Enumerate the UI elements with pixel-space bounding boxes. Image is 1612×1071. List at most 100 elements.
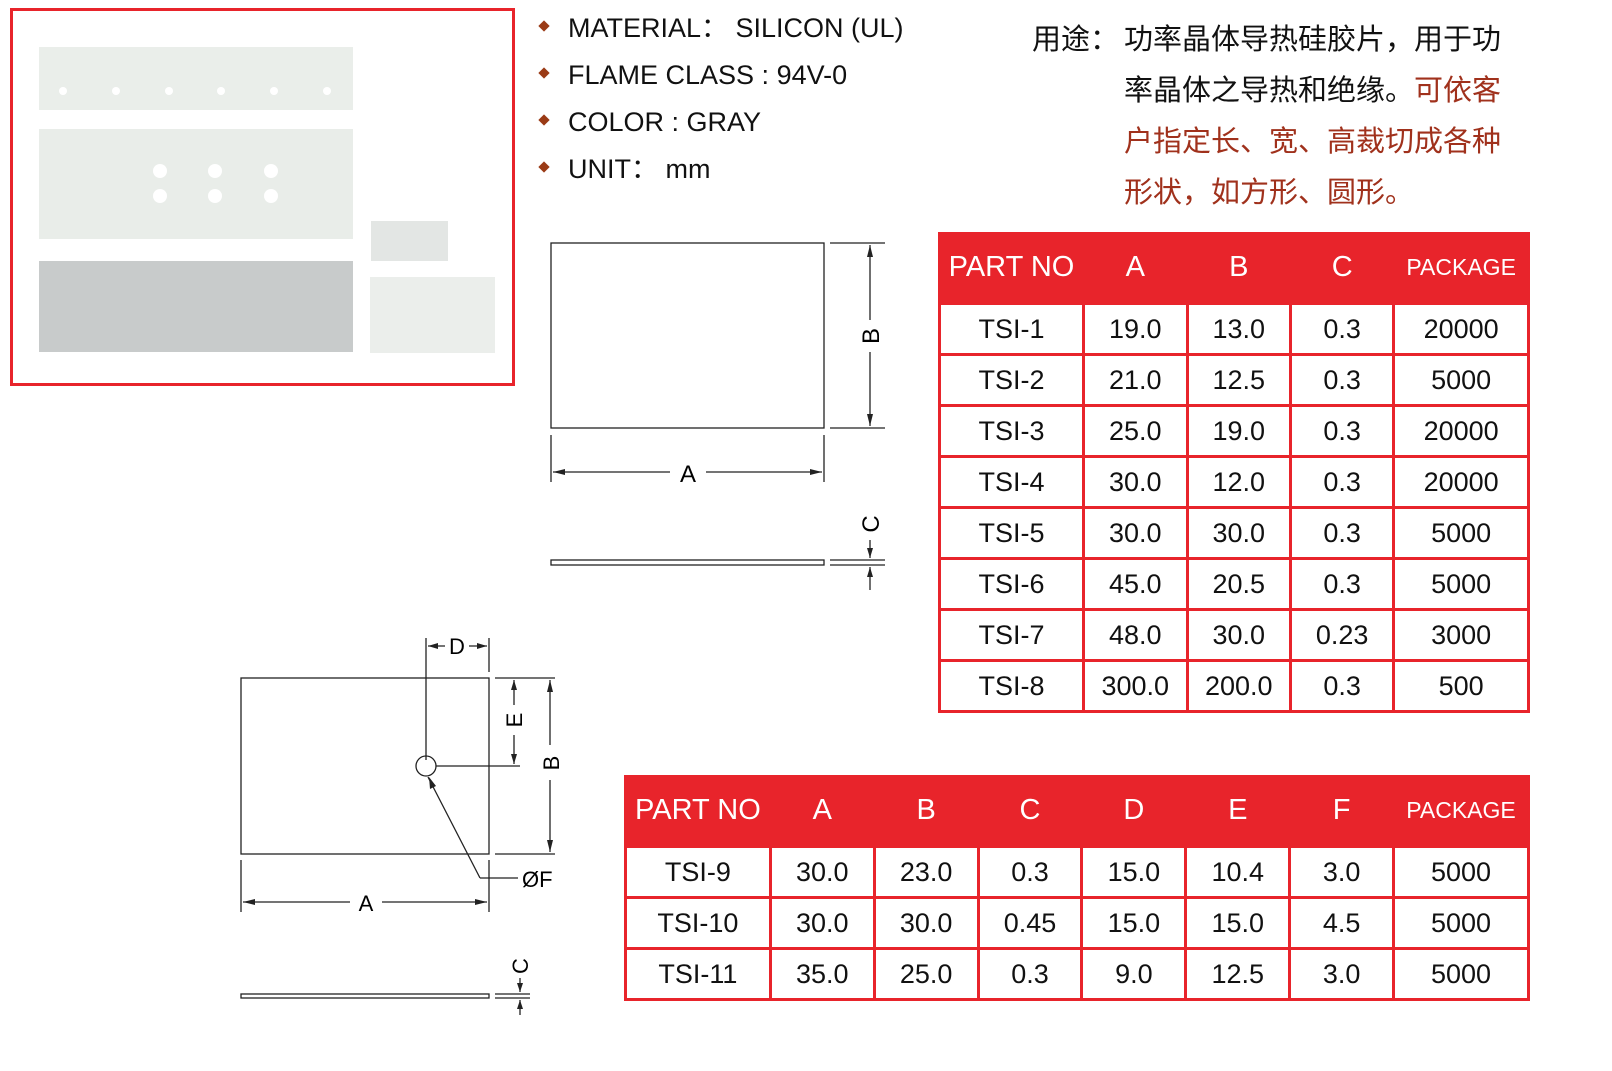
spec-text: UNIT： mm: [568, 154, 711, 184]
cell: 20000: [1392, 404, 1530, 458]
header-a: A: [1083, 232, 1187, 304]
cell: TSI-1: [938, 302, 1085, 356]
cell: 20000: [1392, 302, 1530, 356]
cell: TSI-11: [624, 947, 772, 1001]
header-part-no: PART NO: [939, 232, 1084, 304]
silicone-pads-image: [39, 47, 495, 353]
cell: TSI-9: [624, 845, 772, 899]
diamond-bullet-icon: [538, 161, 550, 173]
cell: TSI-10: [624, 896, 772, 950]
dim-label-b: B: [858, 328, 885, 344]
cell: 0.3: [1289, 404, 1396, 458]
cell: 300.0: [1081, 659, 1189, 713]
header-c: C: [978, 775, 1082, 847]
cell: 12.5: [1184, 947, 1292, 1001]
pad-strip-small-holes: [39, 47, 353, 110]
cell: 0.3: [1289, 302, 1396, 356]
cell: 12.0: [1185, 455, 1293, 509]
cell: 30.0: [1185, 506, 1293, 560]
cell: 10.4: [1184, 845, 1292, 899]
dimension-drawing-with-hole: D E B ØF A C: [240, 634, 564, 1015]
header-c: C: [1290, 232, 1394, 304]
pad-small-square: [371, 221, 448, 261]
cell: 30.0: [768, 896, 876, 950]
pad-strip-gray: [39, 261, 353, 352]
cell: 0.3: [1289, 557, 1396, 611]
cell: 9.0: [1080, 947, 1188, 1001]
header-e: E: [1185, 775, 1290, 847]
spec-text: COLOR : GRAY: [568, 107, 762, 137]
cell: 0.3: [1289, 506, 1396, 560]
product-photo: [10, 8, 515, 386]
pad-outline: [550, 242, 825, 429]
cell: 4.5: [1288, 896, 1396, 950]
dim-label-e: E: [502, 713, 527, 728]
cell: TSI-4: [938, 455, 1085, 509]
dim-label-a: A: [680, 461, 696, 488]
dim-label-c: C: [858, 515, 885, 532]
usage-body: 功率晶体导热硅胶片，用于功率晶体之导热和绝缘。可依客户指定长、宽、高裁切成各种形…: [1124, 14, 1524, 218]
pad-rectangle: [370, 277, 495, 353]
dim-label-c: C: [508, 958, 533, 974]
cell: TSI-6: [938, 557, 1085, 611]
cell: 30.0: [1185, 608, 1293, 662]
dim-label-a: A: [359, 891, 374, 916]
cell: 15.0: [1080, 896, 1188, 950]
cell: 0.3: [976, 947, 1084, 1001]
header-b: B: [874, 775, 979, 847]
spec-text: FLAME CLASS : 94V-0: [568, 60, 848, 90]
cell: 5000: [1392, 947, 1530, 1001]
cell: 20000: [1392, 455, 1530, 509]
pad-side-view: [550, 559, 825, 566]
spec-text: MATERIAL： SILICON (UL): [568, 13, 904, 43]
cell: 30.0: [1081, 455, 1189, 509]
dim-label-f: ØF: [522, 867, 553, 892]
header-b: B: [1187, 232, 1291, 304]
table-header-row: PART NO A B C D E F PACKAGE: [625, 775, 1529, 847]
header-d: D: [1081, 775, 1186, 847]
cell: 3.0: [1288, 947, 1396, 1001]
diamond-bullet-icon: [538, 114, 550, 126]
cell: TSI-5: [938, 506, 1085, 560]
pad-side-view: [240, 993, 490, 999]
cell: 48.0: [1081, 608, 1189, 662]
cell: 25.0: [1081, 404, 1189, 458]
usage-text-custom: 可依客户指定长、宽、高裁切成各种形状，如方形、圆形。: [1124, 73, 1502, 209]
diamond-bullet-icon: [538, 20, 550, 32]
cell: 5000: [1392, 353, 1530, 407]
cell: 30.0: [1081, 506, 1189, 560]
cell: 3.0: [1288, 845, 1396, 899]
cell: 25.0: [872, 947, 980, 1001]
cell: 200.0: [1185, 659, 1293, 713]
cell: 35.0: [768, 947, 876, 1001]
cell: 30.0: [872, 896, 980, 950]
cell: TSI-8: [938, 659, 1085, 713]
cell: 45.0: [1081, 557, 1189, 611]
usage-label: 用途：: [1032, 22, 1120, 56]
cell: TSI-7: [938, 608, 1085, 662]
cell: 13.0: [1185, 302, 1293, 356]
cell: 30.0: [768, 845, 876, 899]
cell: 0.3: [1289, 659, 1396, 713]
table-header-row: PART NO A B C PACKAGE: [939, 232, 1529, 304]
pad-strip-large-holes: [39, 129, 353, 239]
cell: TSI-3: [938, 404, 1085, 458]
cell: 21.0: [1081, 353, 1189, 407]
header-package: PACKAGE: [1393, 232, 1529, 304]
cell: 5000: [1392, 845, 1530, 899]
dimension-drawing-basic: A B C: [550, 242, 885, 590]
header-a: A: [770, 775, 875, 847]
cell: 0.3: [1289, 353, 1396, 407]
cell: 5000: [1392, 896, 1530, 950]
